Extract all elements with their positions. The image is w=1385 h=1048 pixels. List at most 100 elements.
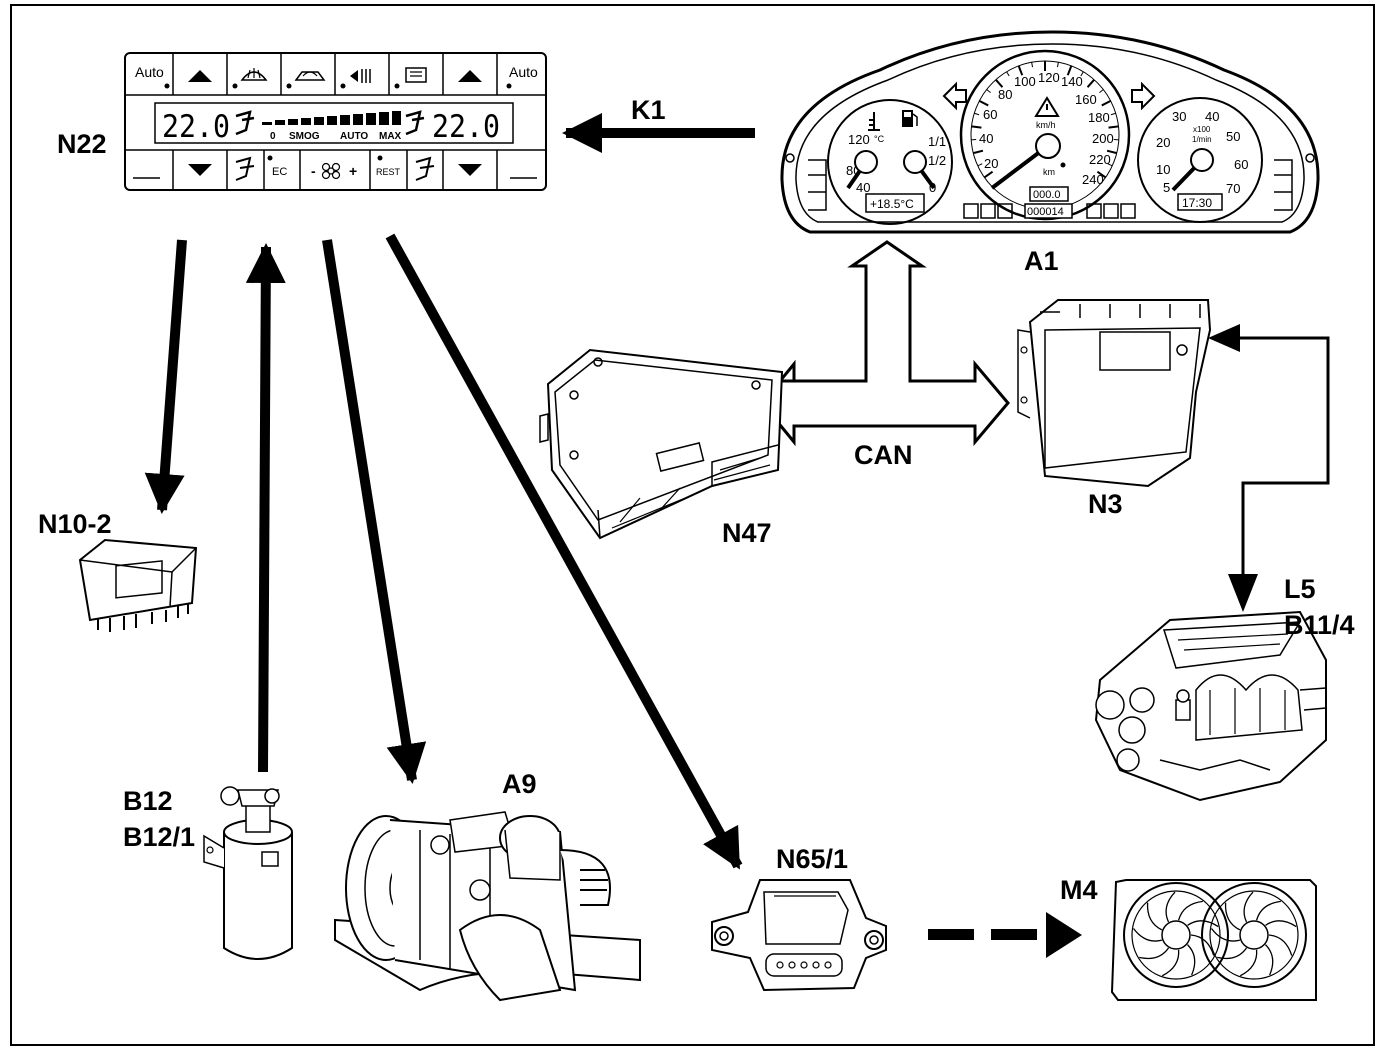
down-arrow-right-icon xyxy=(458,164,482,176)
label-b12-1: B12/1 xyxy=(123,822,195,852)
speedometer-tick xyxy=(971,125,982,129)
air-distribution-left-icon xyxy=(235,156,255,181)
speed-tick-60: 60 xyxy=(983,107,997,122)
instrument-cluster: °C 120 80 40 1/1 1/2 0 +18.5°C 20 40 60 … xyxy=(780,30,1320,234)
fan-blade xyxy=(1217,947,1248,960)
speed-tick-200: 200 xyxy=(1092,131,1114,146)
rpm-tick-60: 60 xyxy=(1234,157,1248,172)
rpm-tick-5: 5 xyxy=(1163,180,1170,195)
speedometer-tick xyxy=(973,149,984,155)
speed-tick-20: 20 xyxy=(984,156,998,171)
rpm-tick-10: 10 xyxy=(1156,162,1170,177)
trip-odometer-readout: 000.0 xyxy=(1033,189,1061,201)
coolant-unit-label: °C xyxy=(874,134,885,144)
warning-lamps-left xyxy=(963,203,1013,219)
speed-tick-140: 140 xyxy=(1061,74,1083,89)
diagram-frame xyxy=(10,4,1375,1046)
tachometer xyxy=(1137,97,1263,223)
fan-blade xyxy=(1268,934,1293,956)
fan-blade xyxy=(1187,920,1219,928)
label-l5: L5 xyxy=(1284,574,1316,604)
speedometer-tick xyxy=(1031,62,1034,68)
speedometer-tick xyxy=(977,163,983,167)
speed-tick-220: 220 xyxy=(1089,152,1111,167)
speedometer-tick xyxy=(1110,112,1116,116)
label-n10-2: N10-2 xyxy=(38,509,112,539)
residual-heat-icon xyxy=(340,69,371,89)
fan-blade xyxy=(1165,891,1176,923)
speedometer-tick xyxy=(1080,71,1084,77)
speedometer xyxy=(959,49,1131,221)
relay-control-arrow xyxy=(144,239,187,514)
up-arrow-left-icon xyxy=(188,70,212,82)
speedometer-tick xyxy=(1099,89,1104,93)
rest-button-label: REST xyxy=(376,167,401,177)
odometer-display xyxy=(1024,203,1073,219)
fan-plus-label: + xyxy=(349,163,357,179)
up-arrow-right-icon xyxy=(458,70,482,82)
temperature-left-readout: 22.0 xyxy=(162,109,230,145)
fan-drive-dashed-arrow xyxy=(928,912,1082,958)
speed-tick-80: 80 xyxy=(998,87,1012,102)
climate-lcd-display xyxy=(154,102,514,144)
coolant-tick-40: 40 xyxy=(856,180,870,195)
fuel-pump-icon xyxy=(902,110,918,127)
speedometer-tick xyxy=(1096,170,1107,179)
rpm-unit-top-label: x100 xyxy=(1193,125,1211,134)
auto-mode-label: AUTO xyxy=(340,131,368,142)
recirculation-icon xyxy=(286,71,326,89)
rpm-unit-bottom-label: 1/min xyxy=(1192,135,1212,144)
label-b12: B12 xyxy=(123,786,173,816)
fan-blade xyxy=(1187,944,1196,976)
speedometer-tick xyxy=(1107,163,1113,167)
speed-tick-120: 120 xyxy=(1038,70,1060,85)
label-m4: M4 xyxy=(1060,875,1098,905)
label-n22: N22 xyxy=(57,129,107,159)
speedometer-tick xyxy=(983,170,994,179)
fan-blade xyxy=(1255,900,1281,921)
fan-blade xyxy=(1139,947,1170,960)
trip-odometer-display xyxy=(1029,186,1069,202)
fan-icon xyxy=(321,162,341,180)
pressure-sensor-signal-arrow xyxy=(245,243,286,773)
speed-tick-160: 160 xyxy=(1075,92,1097,107)
km-label: km xyxy=(1043,167,1055,177)
speedometer-tick xyxy=(1066,65,1073,76)
warning-triangle-icon xyxy=(1034,96,1060,117)
label-a1: A1 xyxy=(1024,246,1059,276)
coolant-temperature-icon xyxy=(868,112,880,131)
airflow-left-icon xyxy=(235,110,255,136)
right-turn-indicator-icon xyxy=(1131,81,1156,111)
clock-display xyxy=(1177,193,1223,211)
speed-tick-100: 100 xyxy=(1014,74,1036,89)
l5-engine-assembly xyxy=(1094,610,1327,802)
speed-tick-40: 40 xyxy=(979,131,993,146)
speed-tick-180: 180 xyxy=(1088,110,1110,125)
speedometer-tick xyxy=(1056,62,1059,68)
outside-temperature-display xyxy=(865,193,925,213)
engine-ecu-link xyxy=(1208,324,1330,612)
fan-zero-label: 0 xyxy=(270,131,276,142)
rpm-tick-50: 50 xyxy=(1226,129,1240,144)
speedometer-tick-marks xyxy=(971,61,1119,179)
rpm-tick-70: 70 xyxy=(1226,181,1240,196)
fan-blade xyxy=(1161,949,1180,977)
fan-blades xyxy=(1132,891,1297,977)
speedometer-tick xyxy=(1017,65,1024,76)
fan-blade xyxy=(1265,920,1297,928)
label-b11-4: B11/4 xyxy=(1284,610,1355,640)
temperature-right-readout: 22.0 xyxy=(432,109,500,145)
max-label: MAX xyxy=(379,131,402,142)
label-can: CAN xyxy=(854,440,913,470)
speedometer-tick xyxy=(1086,79,1095,88)
m4-electric-fan-assembly xyxy=(1110,879,1317,1001)
speedometer-tick xyxy=(1006,71,1010,77)
fan-blade xyxy=(1265,944,1274,976)
smog-label: SMOG xyxy=(289,131,320,142)
left-turn-indicator-icon xyxy=(942,81,967,111)
auto-left-button-label: Auto xyxy=(135,64,164,80)
speedometer-tick xyxy=(1106,149,1117,155)
n10-2-relay-module xyxy=(78,538,198,632)
speedometer-tick xyxy=(995,79,1004,88)
speedometer-tick xyxy=(974,112,980,116)
